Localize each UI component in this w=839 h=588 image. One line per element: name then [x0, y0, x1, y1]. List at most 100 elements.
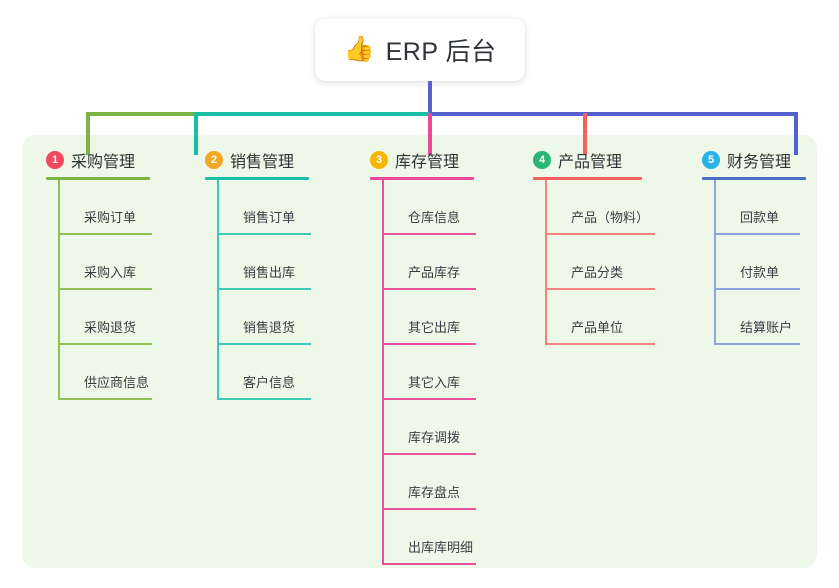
leaf-node-underline [382, 233, 476, 235]
branch-title: 销售管理 [230, 154, 295, 171]
leaf-node-label: 出库库明细 [408, 540, 474, 555]
leaf-node-underline [58, 398, 152, 400]
leaf-node-underline [545, 343, 655, 345]
branch-number-badge: 4 [533, 151, 551, 169]
leaf-node-underline [382, 288, 476, 290]
leaf-node[interactable]: 库存盘点 [382, 455, 476, 510]
branch-spine [714, 180, 716, 345]
leaf-node-underline [545, 233, 655, 235]
branch-leaf-list: 产品（物料） 产品分类产品单位 [545, 180, 655, 345]
connector-bus-teal [194, 112, 434, 116]
branch-spine [217, 180, 219, 400]
leaf-node-label: 其它出库 [408, 320, 461, 335]
leaf-node-underline [382, 563, 476, 565]
diagram-panel [22, 135, 817, 568]
leaf-node-underline [382, 398, 476, 400]
leaf-node-label: 采购入库 [84, 265, 137, 280]
branch-spine [382, 180, 384, 565]
leaf-node-underline [217, 233, 311, 235]
leaf-node[interactable]: 付款单 [714, 235, 806, 290]
leaf-node[interactable]: 其它入库 [382, 345, 476, 400]
branch-title: 采购管理 [71, 154, 136, 171]
branch-header-underline [702, 177, 806, 180]
branch-header-3[interactable]: 3 库存管理 [370, 148, 474, 172]
leaf-node[interactable]: 仓库信息 [382, 180, 476, 235]
branch-header-underline [46, 177, 150, 180]
root-node-erp-backend[interactable]: 👍 ERP 后台 [315, 18, 525, 81]
leaf-node[interactable]: 销售出库 [217, 235, 311, 290]
branch-column-3: 3 库存管理仓库信息产品库存其它出库其它入库库存调拨库存盘点出库库明细 [370, 148, 476, 565]
leaf-node-label: 库存调拨 [408, 430, 461, 445]
branch-spine [545, 180, 547, 345]
leaf-node-underline [714, 233, 800, 235]
leaf-node-label: 产品单位 [571, 320, 624, 335]
branch-title: 库存管理 [395, 154, 460, 171]
leaf-node-label: 产品库存 [408, 265, 461, 280]
connector-drop-1 [86, 113, 90, 155]
leaf-node-label: 销售订单 [243, 210, 296, 225]
leaf-node-underline [382, 508, 476, 510]
leaf-node[interactable]: 采购入库 [58, 235, 152, 290]
leaf-node[interactable]: 客户信息 [217, 345, 311, 400]
branch-leaf-list: 仓库信息产品库存其它出库其它入库库存调拨库存盘点出库库明细 [382, 180, 476, 565]
leaf-node[interactable]: 产品分类 [545, 235, 655, 290]
thumbs-up-icon: 👍 [343, 35, 375, 63]
leaf-node[interactable]: 出库库明细 [382, 510, 476, 565]
leaf-node-label: 客户信息 [243, 375, 296, 390]
branch-header-4[interactable]: 4 产品管理 [533, 148, 642, 172]
leaf-node-underline [58, 343, 152, 345]
leaf-node-label: 采购退货 [84, 320, 137, 335]
leaf-node-label: 产品（物料） [571, 210, 650, 225]
branch-title: 产品管理 [558, 154, 623, 171]
branch-column-2: 2 销售管理销售订单销售出库销售退货客户信息 [205, 148, 311, 400]
leaf-node-underline [714, 343, 800, 345]
branch-header-underline [533, 177, 642, 180]
leaf-node[interactable]: 产品单位 [545, 290, 655, 345]
leaf-node-label: 回款单 [740, 210, 780, 225]
branch-leaf-list: 采购订单采购入库采购退货供应商信息 [58, 180, 152, 400]
leaf-node[interactable]: 供应商信息 [58, 345, 152, 400]
leaf-node[interactable]: 结算账户 [714, 290, 806, 345]
branch-number-badge: 5 [702, 151, 720, 169]
leaf-node-underline [58, 288, 152, 290]
leaf-node[interactable]: 其它出库 [382, 290, 476, 345]
leaf-node-label: 库存盘点 [408, 485, 461, 500]
leaf-node-label: 产品分类 [571, 265, 624, 280]
branch-leaf-list: 销售订单销售出库销售退货客户信息 [217, 180, 311, 400]
branch-number-badge: 2 [205, 151, 223, 169]
branch-header-2[interactable]: 2 销售管理 [205, 148, 309, 172]
branch-number-badge: 3 [370, 151, 388, 169]
connector-root-stem [428, 81, 432, 114]
leaf-node-underline [217, 398, 311, 400]
leaf-node[interactable]: 产品（物料） [545, 180, 655, 235]
leaf-node[interactable]: 采购订单 [58, 180, 152, 235]
root-node-label: ERP 后台 [385, 37, 497, 66]
leaf-node[interactable]: 回款单 [714, 180, 806, 235]
leaf-node[interactable]: 销售订单 [217, 180, 311, 235]
leaf-node-underline [217, 343, 311, 345]
branch-header-5[interactable]: 5 财务管理 [702, 148, 806, 172]
leaf-node-label: 销售出库 [243, 265, 296, 280]
leaf-node-label: 销售退货 [243, 320, 296, 335]
leaf-node-underline [58, 233, 152, 235]
leaf-node-underline [382, 343, 476, 345]
leaf-node[interactable]: 产品库存 [382, 235, 476, 290]
connector-drop-3 [428, 113, 432, 155]
leaf-node-label: 供应商信息 [84, 375, 150, 390]
leaf-node[interactable]: 库存调拨 [382, 400, 476, 455]
leaf-node-label: 结算账户 [740, 320, 793, 335]
leaf-node[interactable]: 采购退货 [58, 290, 152, 345]
leaf-node-label: 其它入库 [408, 375, 461, 390]
connector-drop-2 [194, 113, 198, 155]
branch-leaf-list: 回款单付款单结算账户 [714, 180, 806, 345]
branch-column-5: 5 财务管理回款单付款单结算账户 [702, 148, 806, 345]
connector-bus-green [86, 112, 196, 116]
leaf-node-underline [545, 288, 655, 290]
leaf-node-label: 付款单 [740, 265, 780, 280]
leaf-node-label: 采购订单 [84, 210, 137, 225]
branch-title: 财务管理 [727, 154, 792, 171]
leaf-node[interactable]: 销售退货 [217, 290, 311, 345]
